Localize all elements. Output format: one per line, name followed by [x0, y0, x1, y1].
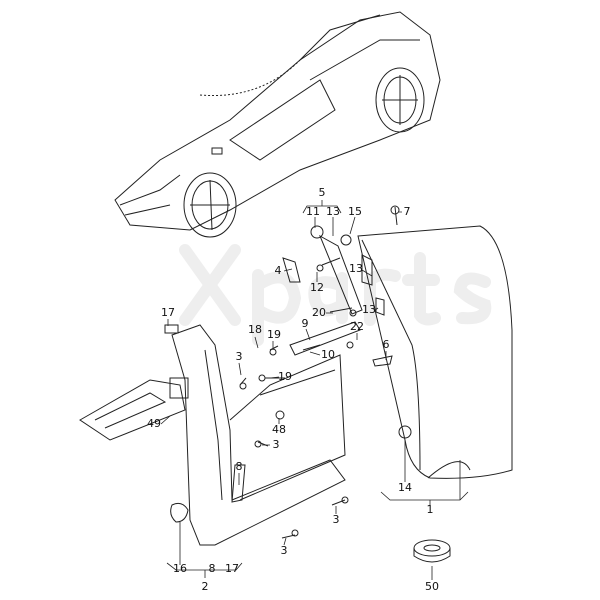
- callout-49[interactable]: 49: [147, 417, 161, 430]
- a-pillar-trim: [282, 225, 393, 367]
- callout-13[interactable]: 13: [349, 262, 363, 275]
- callout-17[interactable]: 17: [225, 562, 239, 575]
- callout-3[interactable]: 3: [332, 513, 340, 526]
- callout-19[interactable]: 19: [278, 370, 292, 383]
- callout-18[interactable]: 18: [248, 323, 262, 336]
- callout-19[interactable]: 19: [267, 328, 281, 341]
- callout-14[interactable]: 14: [398, 481, 412, 494]
- callout-3[interactable]: 3: [272, 438, 280, 451]
- callout-11[interactable]: 11: [306, 205, 320, 218]
- callout-4[interactable]: 4: [274, 264, 282, 277]
- callout-8[interactable]: 8: [235, 460, 243, 473]
- callout-8[interactable]: 8: [208, 562, 216, 575]
- callout-6[interactable]: 6: [382, 338, 390, 351]
- door-panel: [357, 225, 513, 479]
- watermark-logo: [179, 244, 492, 346]
- callout-15[interactable]: 15: [348, 205, 362, 218]
- callout-48[interactable]: 48: [272, 423, 286, 436]
- callout-1[interactable]: 1: [426, 503, 434, 516]
- jack-bracket: [79, 377, 189, 441]
- callout-10[interactable]: 10: [321, 348, 335, 361]
- callout-2[interactable]: 2: [201, 580, 209, 593]
- callout-9[interactable]: 9: [301, 317, 309, 330]
- car-illustration: [114, 11, 441, 238]
- callout-13[interactable]: 13: [326, 205, 340, 218]
- callout-3[interactable]: 3: [235, 350, 243, 363]
- tape-roll: [413, 539, 451, 563]
- b-pillar-sill-trim: [164, 324, 346, 546]
- callout-16[interactable]: 16: [173, 562, 187, 575]
- leader-lines: [160, 200, 469, 580]
- callout-17[interactable]: 17: [161, 306, 175, 319]
- callout-13[interactable]: 13: [362, 303, 376, 316]
- callout-12[interactable]: 12: [310, 281, 324, 294]
- callout-3[interactable]: 3: [280, 544, 288, 557]
- callout-5[interactable]: 5: [318, 186, 326, 199]
- fasteners: [239, 205, 400, 539]
- callout-22[interactable]: 22: [350, 320, 364, 333]
- callout-20[interactable]: 20: [312, 306, 326, 319]
- callout-50[interactable]: 50: [425, 580, 439, 593]
- callout-7[interactable]: 7: [403, 205, 411, 218]
